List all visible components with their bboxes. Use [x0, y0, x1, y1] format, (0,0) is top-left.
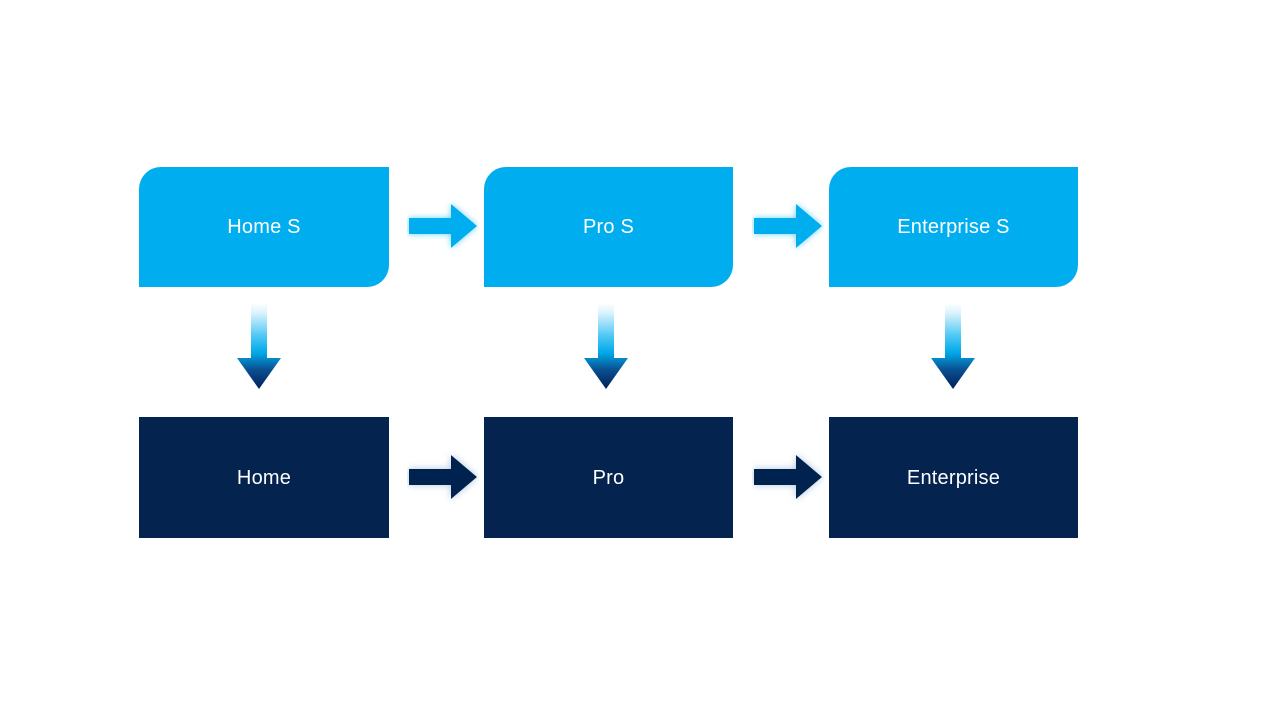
arrow-down-icon-home-s-to-home — [235, 303, 283, 391]
process-node-home[interactable]: Home — [139, 417, 389, 538]
process-node-label: Home S — [227, 216, 301, 238]
process-node-label: Pro — [592, 466, 625, 489]
process-node-label: Enterprise S — [897, 216, 1010, 238]
process-node-home-s[interactable]: Home S — [139, 167, 389, 287]
process-node-label: Enterprise — [906, 466, 1001, 489]
process-node-pro-s[interactable]: Pro S — [484, 167, 733, 287]
arrow-right-icon-pro-s-to-enterprise-s — [752, 198, 824, 254]
arrow-right-icon-home-to-pro — [407, 449, 479, 505]
arrow-down-icon-pro-s-to-pro — [582, 303, 630, 391]
process-node-enterprise-s[interactable]: Enterprise S — [829, 167, 1078, 287]
process-node-pro[interactable]: Pro — [484, 417, 733, 538]
process-node-label: Pro S — [582, 216, 635, 238]
arrow-right-icon-home-s-to-pro-s — [407, 198, 479, 254]
arrow-right-icon-pro-to-enterprise — [752, 449, 824, 505]
arrow-down-icon-enterprise-s-to-enterprise — [929, 303, 977, 391]
process-node-enterprise[interactable]: Enterprise — [829, 417, 1078, 538]
process-node-label: Home — [236, 466, 292, 489]
